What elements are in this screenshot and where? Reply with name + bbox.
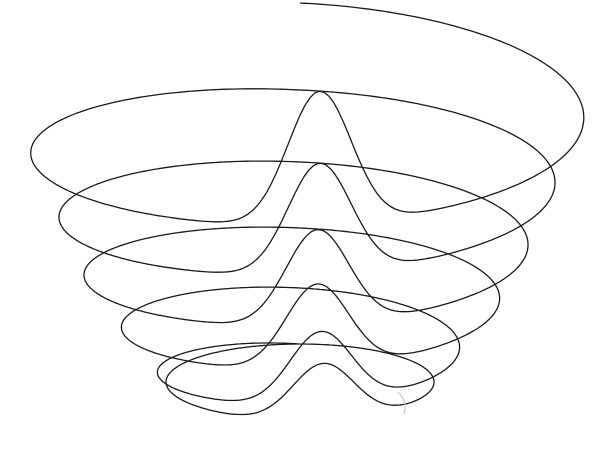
spiral-curve — [30, 2, 585, 416]
spiral-curve-group — [30, 2, 585, 416]
spiral-end-highlight — [397, 391, 406, 415]
